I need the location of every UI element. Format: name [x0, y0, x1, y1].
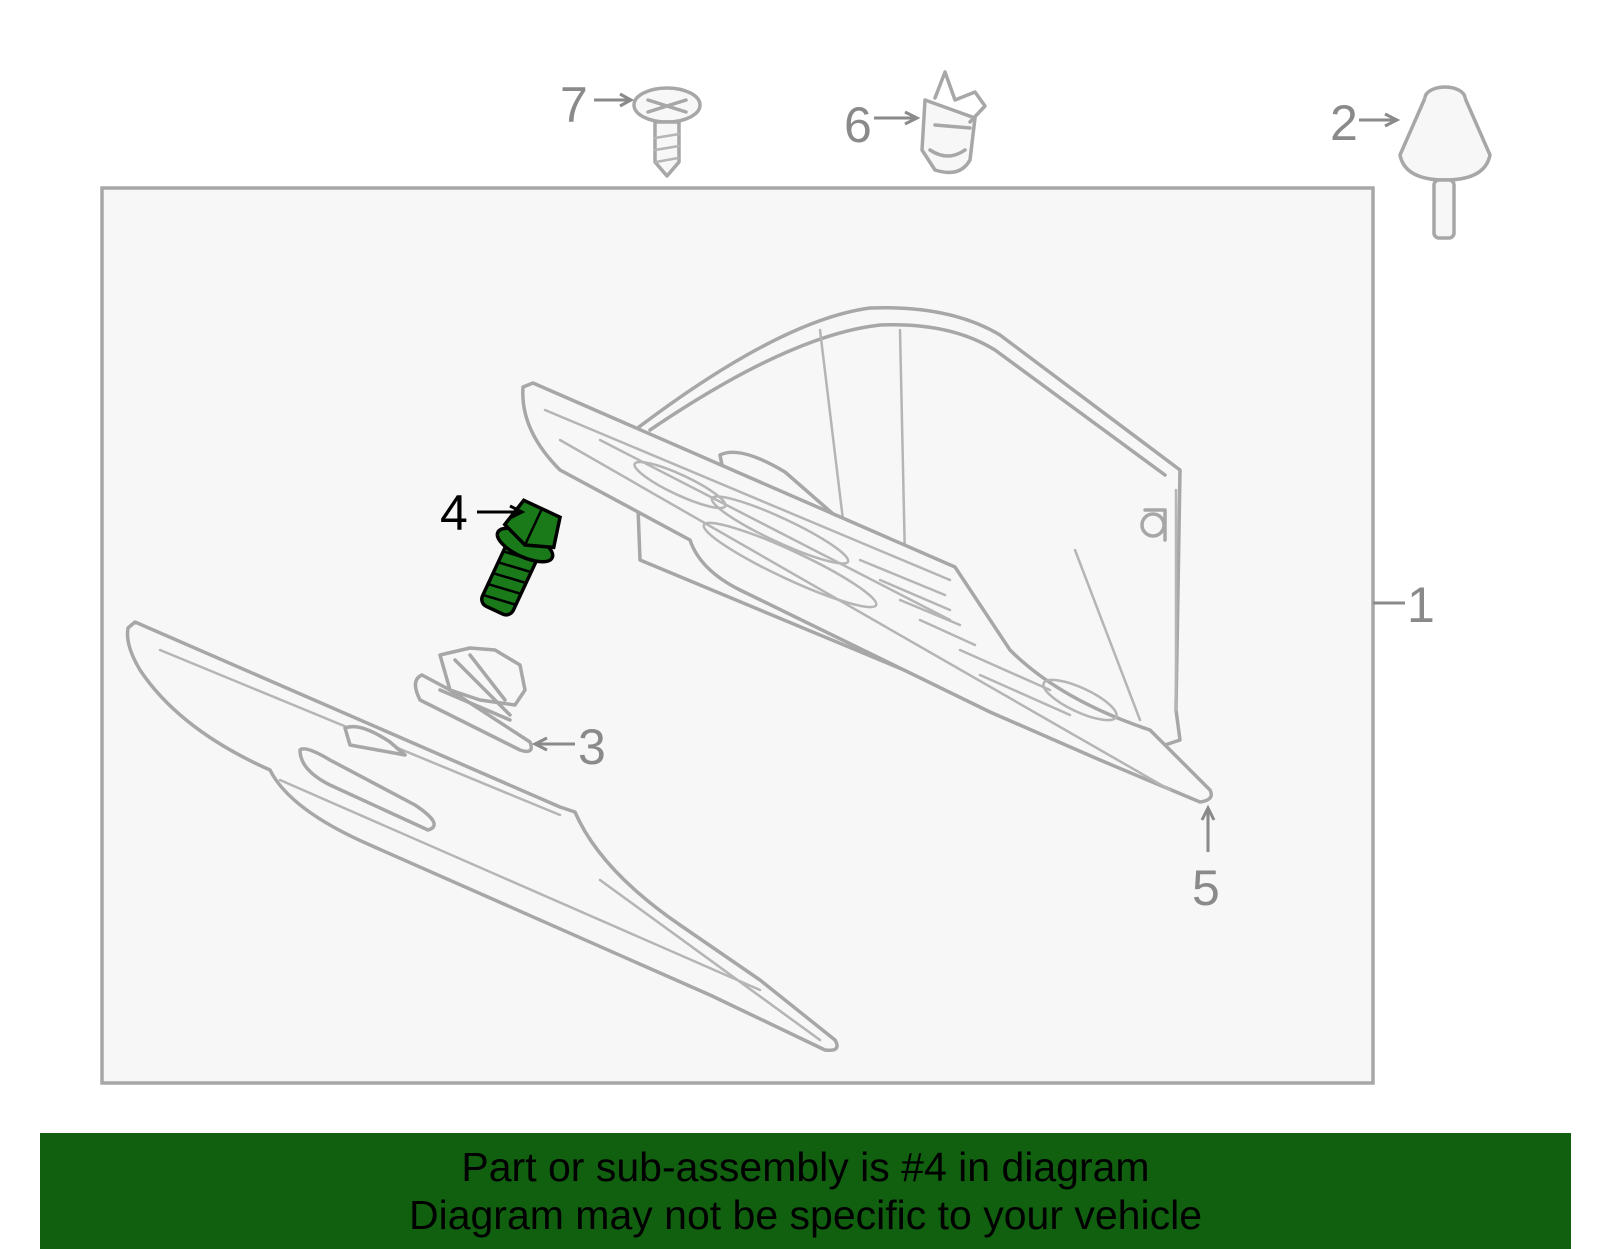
callout-1: 1	[1407, 577, 1435, 633]
banner-line-1: Part or sub-assembly is #4 in diagram	[461, 1144, 1150, 1190]
callout-6: 6	[844, 97, 872, 153]
leader-2	[1359, 112, 1401, 128]
leader-4	[477, 504, 526, 520]
callout-7: 7	[560, 77, 588, 133]
callout-2: 2	[1330, 95, 1358, 151]
part-3-latch[interactable]	[413, 646, 533, 754]
assembly-frame	[100, 186, 1375, 1085]
callout-5: 5	[1192, 860, 1220, 916]
leader-7	[594, 92, 635, 108]
part-1-glove-box[interactable]	[521, 305, 1213, 804]
banner-line-2: Diagram may not be specific to your vehi…	[408, 1192, 1202, 1238]
leader-3	[531, 736, 575, 752]
callout-3: 3	[578, 719, 606, 775]
glove-box-door[interactable]	[125, 620, 839, 1053]
part-2-bumper[interactable]	[1398, 85, 1492, 240]
leader-6	[874, 110, 921, 126]
info-banner: Part or sub-assembly is #4 in diagram Di…	[40, 1133, 1571, 1249]
callout-4: 4	[440, 485, 468, 541]
part-6-clip[interactable]	[920, 70, 987, 175]
leader-5	[1200, 804, 1216, 852]
part-7-screw[interactable]	[632, 86, 702, 178]
